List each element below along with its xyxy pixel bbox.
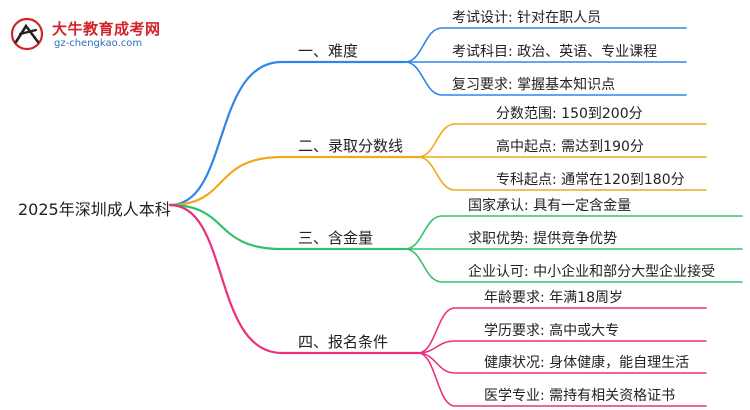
leaf-label: 高中起点: 需达到190分 (496, 139, 644, 155)
leaf-label: 考试科目: 政治、英语、专业课程 (452, 44, 658, 60)
branch-connector (168, 60, 407, 207)
site-logo[interactable]: 大牛教育成考网 gz-chengkao.com (8, 16, 168, 52)
branch-connector (168, 203, 420, 355)
leaf-connector (417, 123, 707, 158)
branch-connector (168, 155, 420, 207)
branch-label: 一、难度 (298, 42, 359, 60)
leaf-connector (417, 352, 707, 407)
logo-url: gz-chengkao.com (54, 38, 143, 49)
leaf-label: 学历要求: 高中或大专 (484, 323, 620, 339)
leaf-connector (404, 215, 743, 250)
leaf-connector (404, 248, 743, 283)
leaf-connector (404, 27, 687, 63)
leaf-connector (417, 340, 707, 354)
leaf-label: 求职优势: 提供竞争优势 (468, 231, 618, 247)
logo-name: 大牛教育成考网 (52, 20, 161, 38)
leaf-connector (417, 156, 707, 191)
branch-connector (168, 203, 407, 251)
leaf-label: 考试设计: 针对在职人员 (452, 10, 602, 26)
branch-label: 四、报名条件 (298, 333, 389, 351)
leaf-label: 专科起点: 通常在120到180分 (496, 172, 685, 188)
branch-label: 二、录取分数线 (298, 137, 404, 155)
branch-label: 三、含金量 (298, 229, 374, 247)
leaf-label: 医学专业: 需持有相关资格证书 (484, 388, 676, 404)
leaf-label: 年龄要求: 年满18周岁 (484, 290, 623, 306)
leaf-label: 复习要求: 掌握基本知识点 (452, 77, 616, 93)
leaf-label: 企业认可: 中小企业和部分大型企业接受 (468, 264, 716, 280)
mindmap-root: 2025年深圳成人本科 (18, 200, 171, 219)
leaf-label: 分数范围: 150到200分 (496, 106, 643, 122)
leaf-label: 健康状况: 身体健康，能自理生活 (484, 355, 690, 371)
logo-mark-icon (10, 17, 44, 51)
leaf-connector (404, 61, 687, 96)
leaf-connector (417, 307, 707, 354)
leaf-label: 国家承认: 具有一定含金量 (468, 198, 632, 214)
